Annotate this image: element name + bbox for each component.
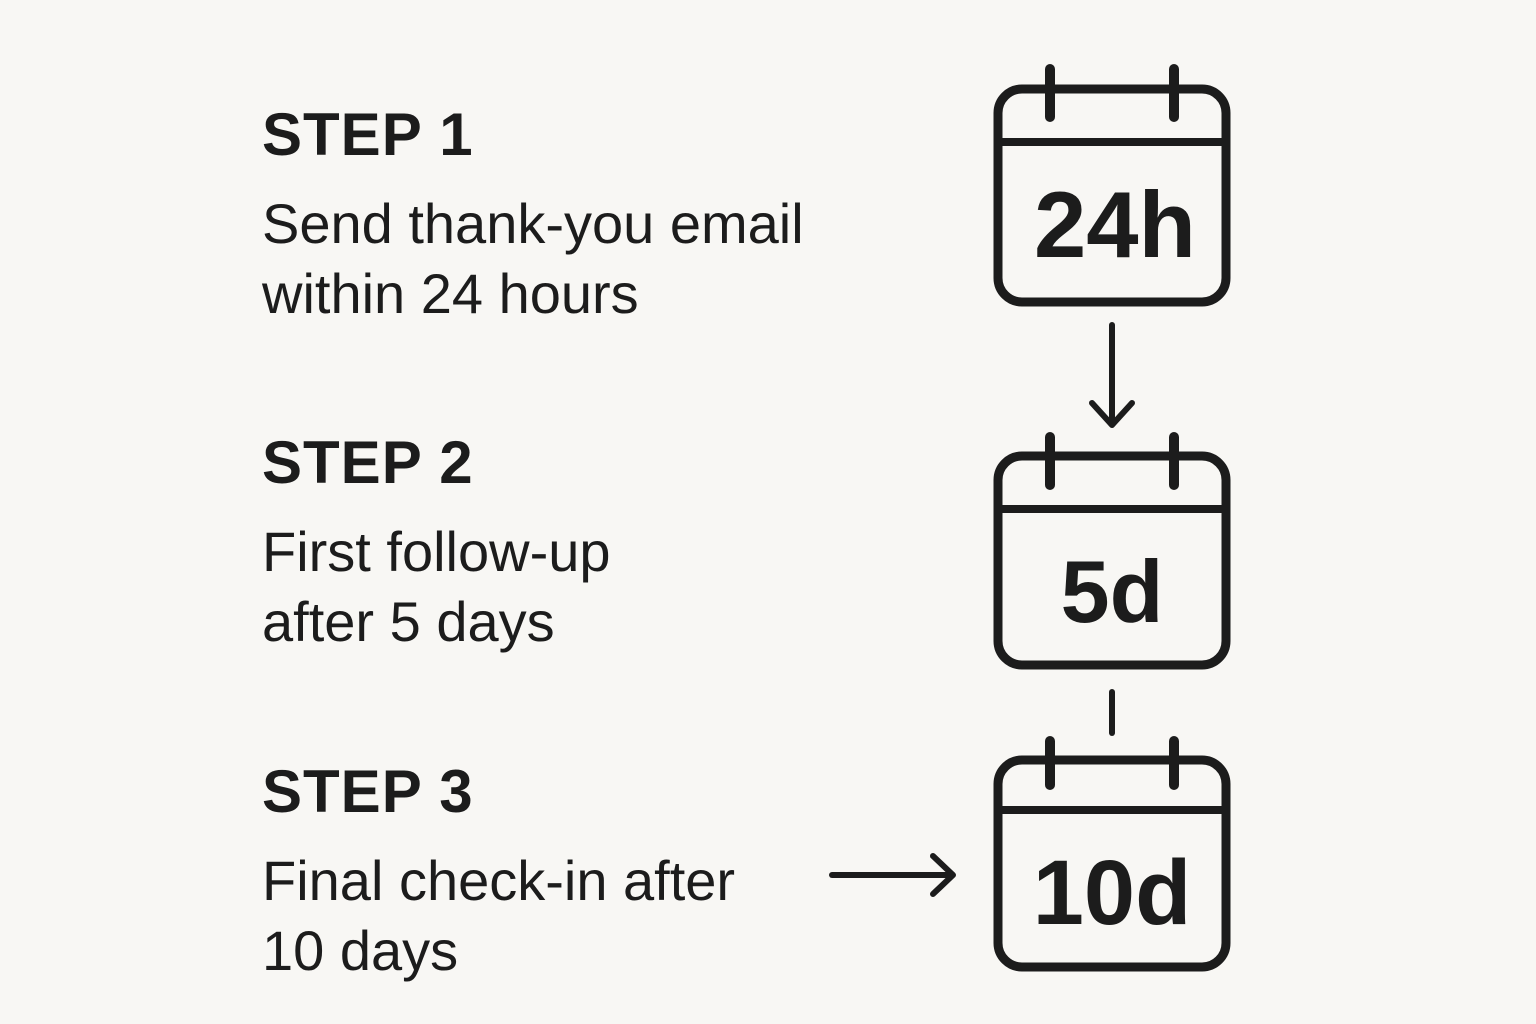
calendar-label-24h: 24h — [1034, 172, 1196, 277]
step-3-title: STEP 3 — [262, 758, 474, 825]
step-1-title: STEP 1 — [262, 101, 474, 168]
calendar-label-10d: 10d — [1033, 842, 1192, 944]
arrow-down-icon — [1089, 322, 1135, 428]
step-2-description: First follow-up after 5 days — [262, 517, 611, 657]
step-3: STEP 3 Final check-in after 10 days — [262, 760, 735, 986]
step-1: STEP 1 Send thank-you email within 24 ho… — [262, 103, 804, 329]
calendar-icon-10d: 10d — [993, 736, 1231, 972]
calendar-icon-5d: 5d — [993, 432, 1231, 670]
step-2-title: STEP 2 — [262, 429, 474, 496]
step-1-description: Send thank-you email within 24 hours — [262, 189, 804, 329]
step-1-desc-line-2: within 24 hours — [262, 262, 639, 325]
step-2-desc-line-1: First follow-up — [262, 520, 611, 583]
arrow-right-icon — [829, 853, 956, 897]
step-2: STEP 2 First follow-up after 5 days — [262, 431, 611, 657]
calendar-label-5d: 5d — [1061, 542, 1164, 641]
step-1-desc-line-1: Send thank-you email — [262, 192, 804, 255]
step-2-desc-line-2: after 5 days — [262, 590, 555, 653]
step-3-desc-line-1: Final check-in after — [262, 849, 736, 912]
calendar-icon-24h: 24h — [993, 64, 1231, 307]
step-3-desc-line-2: 10 days — [262, 919, 459, 982]
step-3-description: Final check-in after 10 days — [262, 846, 735, 986]
